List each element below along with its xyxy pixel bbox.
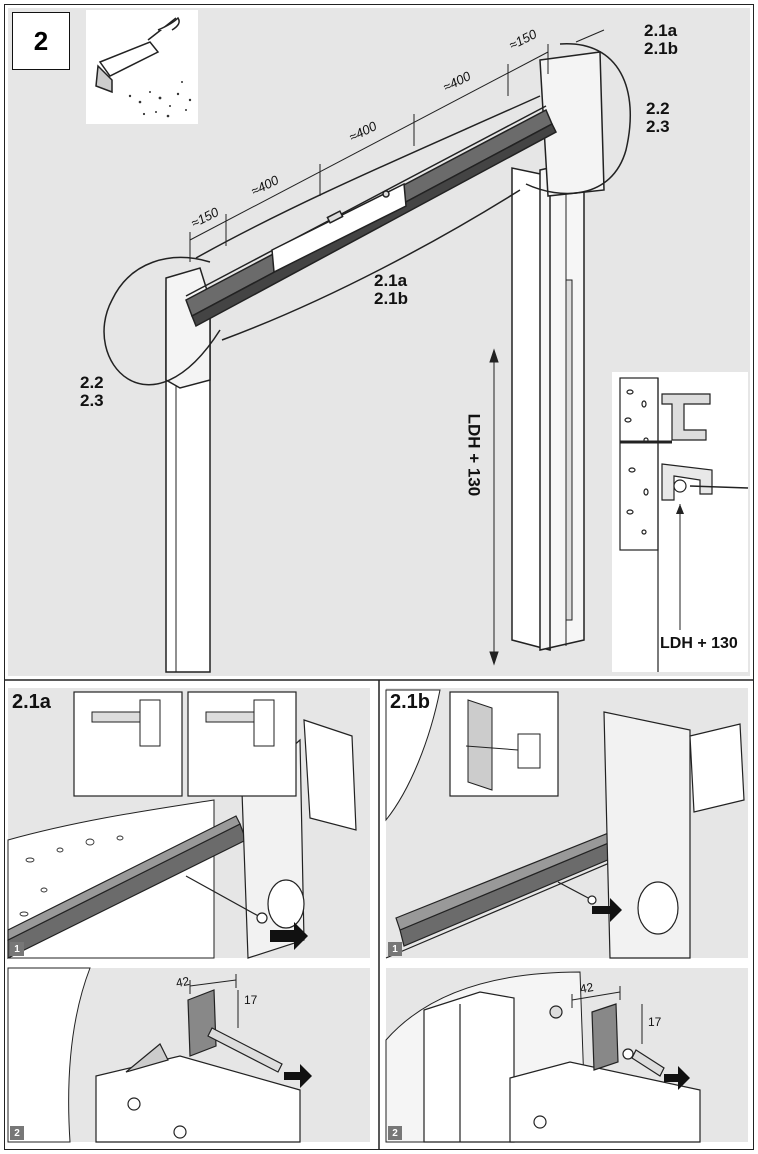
arrow-a2 [284,1064,312,1088]
drill-inset-b1 [449,691,559,797]
substep-badge-b2: 2 [388,1126,402,1140]
drill-inset-a2 [187,691,297,797]
ref-label-2-2-left: 2.2 [80,373,104,392]
right-frame-post [511,51,605,651]
bracket-b2 [509,1003,701,1143]
dust-dots [128,81,192,118]
step-number-box: 2 [12,12,70,70]
ldh-detail-label: LDH + 130 [660,635,738,652]
dim-17-b: 17 [648,1015,662,1029]
dim-17-a: 17 [244,993,258,1007]
ref-label-left: 2.2 2.3 [80,374,104,410]
rail-a1 [7,815,247,959]
bracket-a2 [95,989,301,1143]
anchor-a2 [207,1027,283,1073]
post-b2 [423,991,515,1143]
spacing-dimension-chain [189,44,549,262]
bracket-b1 [603,711,745,959]
screw-a1 [185,875,268,924]
ref-label-right: 2.2 2.3 [646,100,670,136]
ref-label-2-1b: 2.1b [644,38,679,58]
substep-badge-a2: 2 [10,1126,24,1140]
ref-label-2-3-left: 2.3 [80,390,104,410]
dim-42-b: 42 [578,979,595,997]
ref-label-2-1a-center: 2.1a [374,271,408,290]
spirit-level [271,182,407,274]
ref-label-2-2: 2.2 [646,99,670,118]
left-frame-post [165,267,211,673]
dim-42-a: 42 [174,973,191,991]
arrow-b2 [664,1066,690,1090]
dim-400-c: ≈400 [441,68,474,95]
dim-400-b: ≈400 [347,118,380,145]
drill-inset-a1 [73,691,183,797]
substep-badge-a1: 1 [10,942,24,956]
ref-label-2-1a: 2.1a [644,21,678,40]
ldh-dimension [489,348,499,666]
ref-label-top-right: 2.1a 2.1b [644,22,678,58]
ref-label-2-3: 2.3 [646,116,670,136]
rail-section [620,393,749,501]
section-title-2-1a: 2.1a [12,691,51,713]
dim-150-left: ≈150 [189,204,222,231]
substep-badge-b1: 1 [388,942,402,956]
dim-150-right: ≈150 [507,26,540,53]
callout-circles [103,43,632,386]
arrow-a1 [270,922,308,950]
arrow-b1 [592,898,622,922]
ref-label-2-1b-center: 2.1b [374,288,409,308]
brush-icon [95,16,180,94]
screw-b1 [557,881,597,905]
ldh-vertical-label: LDH + 130 [464,413,484,497]
section-title-2-1b: 2.1b [390,691,431,713]
ref-label-center: 2.1a 2.1b [374,272,408,308]
wall-section [619,377,659,672]
